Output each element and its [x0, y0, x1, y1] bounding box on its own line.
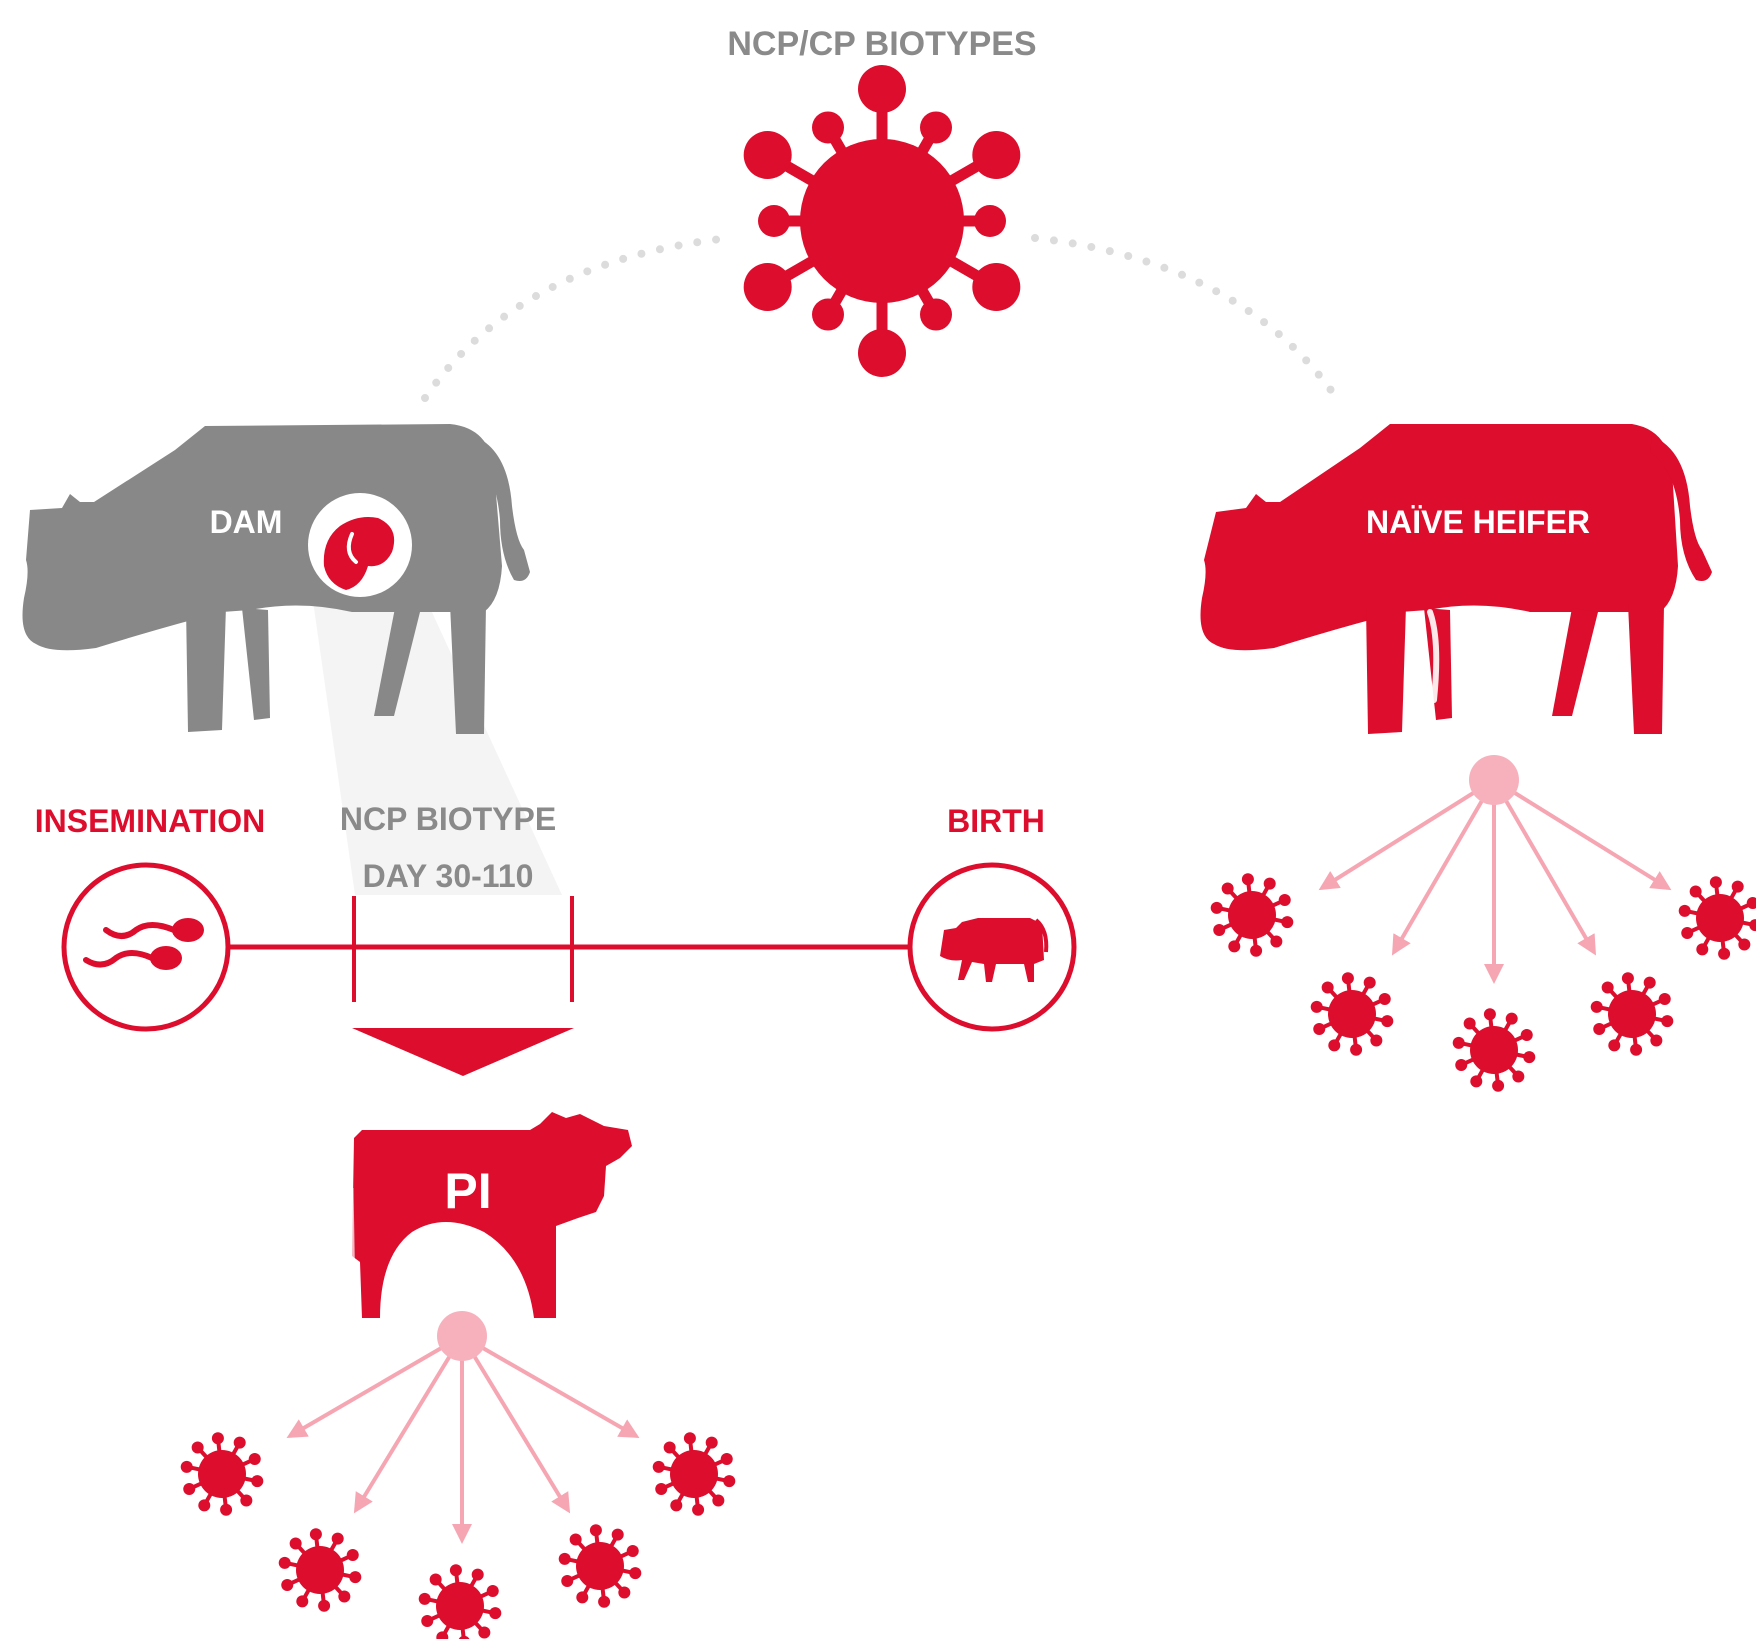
shedding-arrow: [461, 1334, 640, 1438]
shedding-arrow: [1492, 778, 1597, 956]
dam-cow: DAM: [22, 424, 562, 895]
calf-icon: [940, 918, 1049, 982]
birth-circle: [907, 862, 1077, 1032]
virus-particle-icon: [418, 1564, 502, 1639]
dotted-arc-right: [1031, 234, 1344, 407]
shedding-hub-icon: [1469, 755, 1519, 805]
fetus-icon: [323, 517, 395, 590]
insemination-label: INSEMINATION: [35, 803, 266, 839]
pi-shedding: [180, 1311, 736, 1639]
virus-particle-icon: [1310, 972, 1394, 1056]
virus-particle-icon: [1678, 876, 1756, 960]
virus-particle-icon: [180, 1432, 264, 1516]
shedding-arrow: [1391, 778, 1496, 956]
projection-cone: [310, 560, 562, 895]
down-arrow: [352, 1028, 574, 1076]
pi-calf: PI: [350, 1112, 632, 1318]
shedding-arrow: [1318, 778, 1496, 891]
insemination-circle: [61, 862, 231, 1032]
dotted-arc-left: [421, 234, 734, 402]
virus-particle-icon: [1210, 873, 1294, 957]
pi-label: PI: [444, 1163, 491, 1219]
heifer-cow: NAÏVE HEIFER: [1200, 424, 1712, 734]
heifer-shedding: [1210, 755, 1756, 1092]
shedding-hub-icon: [437, 1311, 487, 1361]
sperm-icon: [83, 918, 204, 970]
shedding-arrow: [1492, 778, 1672, 891]
virus-particle-icon: [558, 1524, 642, 1608]
virus-particle-icon: [652, 1432, 736, 1516]
virus-icon: [743, 65, 1021, 377]
shedding-arrow: [286, 1334, 464, 1439]
ncp-window-label-line2: DAY 30-110: [363, 858, 534, 894]
dam-label: DAM: [210, 504, 283, 540]
virus-particle-icon: [1452, 1008, 1536, 1092]
ncp-window-label-line1: NCP BIOTYPE: [340, 801, 556, 837]
birth-label: BIRTH: [947, 803, 1045, 839]
virus-particle-icon: [1590, 972, 1674, 1056]
shedding-arrow: [460, 1334, 571, 1514]
heifer-label: NAÏVE HEIFER: [1366, 504, 1590, 540]
shedding-arrow: [353, 1334, 464, 1514]
gestation-timeline: [226, 896, 908, 1076]
virus-particle-icon: [278, 1528, 362, 1612]
diagram-title: NCP/CP BIOTYPES: [727, 25, 1036, 63]
